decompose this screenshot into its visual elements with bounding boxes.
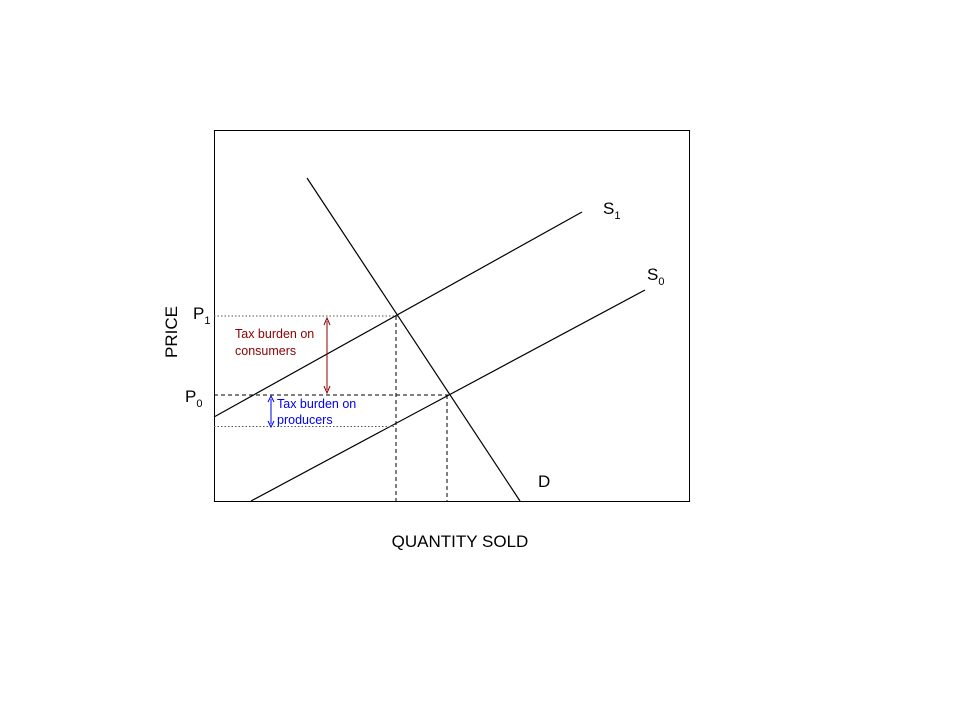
consumer-burden-line-2: consumers: [235, 344, 296, 358]
p0-subscript: 0: [196, 398, 202, 410]
s1-subscript: 1: [614, 210, 620, 222]
p1-letter: P: [193, 304, 204, 323]
supply-curve-s1: [213, 211, 583, 418]
s0-subscript: 0: [658, 276, 664, 288]
y-axis-label: PRICE: [162, 306, 181, 358]
producer-burden-line-2: producers: [277, 413, 333, 427]
s1-label: S1: [603, 199, 620, 222]
consumer-burden-text: Tax burden on consumers: [235, 327, 318, 358]
s0-letter: S: [647, 265, 658, 284]
producer-burden-arrow: [267, 394, 275, 429]
x-axis-label: QUANTITY SOLD: [392, 532, 529, 551]
p1-subscript: 1: [204, 315, 210, 327]
plot-frame: [214, 130, 690, 502]
producer-burden-line-1: Tax burden on: [277, 397, 356, 411]
consumer-burden-line-1: Tax burden on: [235, 327, 314, 341]
consumer-burden-arrow: [323, 316, 331, 395]
s0-label: S0: [647, 265, 664, 288]
s1-letter: S: [603, 199, 614, 218]
producer-burden-text: Tax burden on producers: [277, 397, 360, 427]
demand-label: D: [538, 472, 550, 491]
demand-curve: [306, 177, 521, 502]
p0-letter: P: [185, 387, 196, 406]
p1-label: P1: [193, 304, 210, 327]
p0-label: P0: [185, 387, 202, 410]
